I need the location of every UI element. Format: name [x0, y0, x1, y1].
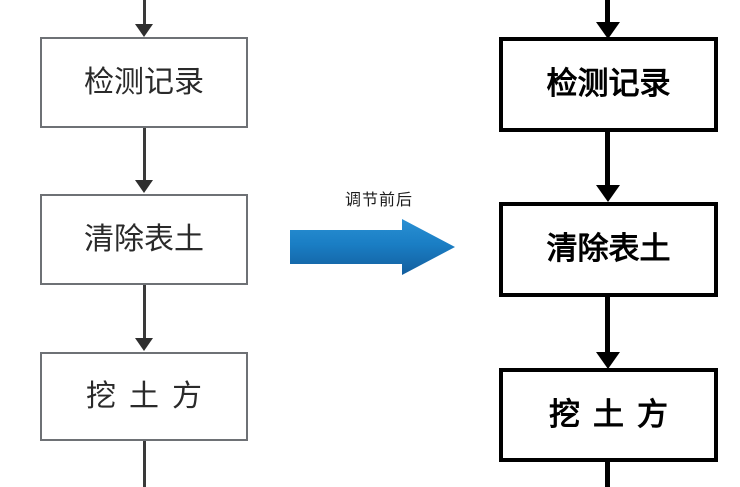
flow-node-label: 清除表土 — [84, 221, 204, 257]
transition-group: 调节前后 — [290, 186, 460, 286]
connector-line-2 — [605, 297, 610, 353]
outlet-connector-line — [143, 441, 146, 487]
connector-arrowhead-1 — [135, 180, 153, 193]
flow-node-label: 检测记录 — [546, 66, 671, 102]
inlet-connector-line — [605, 0, 610, 30]
inlet-connector-arrowhead — [596, 22, 620, 39]
connector-arrowhead-1 — [596, 185, 620, 202]
inlet-connector-arrowhead — [135, 24, 153, 37]
outlet-connector-line — [605, 462, 610, 487]
flow-node-earth-excavation[interactable]: 挖土方 — [499, 368, 718, 462]
flow-node-inspection-record[interactable]: 检测记录 — [499, 37, 718, 132]
flow-node-label: 挖土方 — [549, 396, 681, 433]
flow-node-label: 检测记录 — [84, 64, 204, 100]
flow-node-remove-topsoil[interactable]: 清除表土 — [40, 194, 248, 285]
transition-caption: 调节前后 — [344, 190, 413, 209]
flow-node-label: 挖土方 — [86, 378, 215, 414]
flow-node-earth-excavation[interactable]: 挖土方 — [40, 352, 248, 441]
connector-arrowhead-2 — [135, 338, 153, 351]
connector-line-1 — [605, 132, 610, 186]
flow-node-remove-topsoil[interactable]: 清除表土 — [499, 202, 718, 297]
connector-arrowhead-2 — [596, 352, 620, 369]
flow-node-inspection-record[interactable]: 检测记录 — [40, 37, 248, 128]
right-arrow-icon — [290, 219, 455, 275]
connector-line-2 — [143, 285, 146, 340]
flow-node-label: 清除表土 — [546, 231, 671, 267]
connector-line-1 — [143, 128, 146, 182]
inlet-connector-line — [143, 0, 146, 32]
